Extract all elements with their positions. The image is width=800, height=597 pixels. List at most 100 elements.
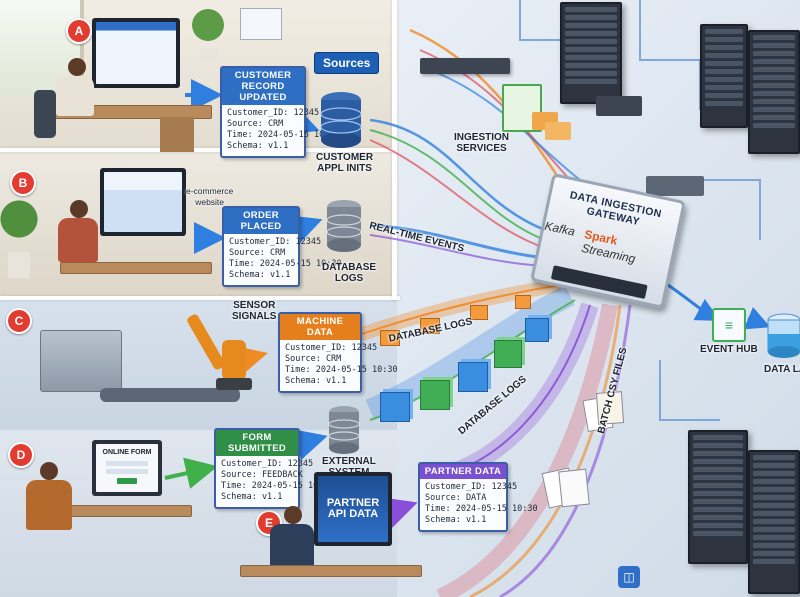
card-line: Source: CRM bbox=[285, 354, 342, 364]
card-line: Source: CRM bbox=[227, 119, 284, 129]
csv-file-icon bbox=[558, 468, 590, 508]
desk bbox=[60, 262, 212, 274]
card-title: FORM SUBMITTED bbox=[216, 430, 298, 456]
desk bbox=[60, 505, 192, 517]
data-cube bbox=[525, 318, 549, 342]
card-line: Source: CRM bbox=[229, 248, 286, 258]
partner-api-monitor: PARTNER API DATA bbox=[314, 472, 392, 546]
desktop-monitor bbox=[100, 168, 186, 236]
online-form-title: ONLINE FORM bbox=[102, 449, 152, 456]
customer-record-card: CUSTOMER RECORD UPDATED Customer_ID: 123… bbox=[220, 66, 340, 158]
data-cube bbox=[420, 318, 440, 334]
badge-d: D bbox=[8, 442, 34, 468]
badge-a: A bbox=[66, 18, 92, 44]
event-hub-icon: ≡ bbox=[712, 308, 746, 342]
data-lake-icon bbox=[767, 313, 800, 358]
card-line: Schema: v1.1 bbox=[227, 141, 289, 151]
ingestion-services-label: INGESTION SERVICES bbox=[454, 132, 510, 154]
sensor-signals-label: SENSOR SIGNALS bbox=[232, 300, 277, 322]
person-head bbox=[68, 58, 86, 76]
card-line: Schema: v1.1 bbox=[425, 515, 487, 525]
partner-data-card: PARTNER DATA Customer_ID: 12345 Source: … bbox=[418, 462, 538, 532]
plant-icon bbox=[190, 5, 226, 55]
database-cylinder-icon bbox=[328, 406, 360, 454]
plant-pot bbox=[8, 252, 30, 278]
card-line: Time: 2024-05-15 10:30 bbox=[425, 504, 538, 514]
plant-pot bbox=[200, 48, 218, 62]
robot-arm bbox=[222, 340, 246, 380]
desk bbox=[240, 565, 422, 577]
folder-icon bbox=[545, 122, 571, 140]
form-submitted-card: FORM SUBMITTED Customer_ID: 12345 Source… bbox=[214, 428, 334, 509]
data-cube bbox=[420, 380, 450, 410]
network-switch bbox=[646, 176, 704, 196]
machine-data-card: MACHINE DATA Customer_ID: 12345 Source: … bbox=[278, 312, 398, 393]
desk-leg bbox=[160, 117, 194, 152]
order-placed-card: ORDER PLACED Customer_ID: 12345 Source: … bbox=[222, 206, 342, 287]
person-head bbox=[284, 506, 302, 524]
form-field bbox=[106, 461, 148, 466]
wall-chart bbox=[240, 8, 282, 40]
badge-c: C bbox=[6, 308, 32, 334]
card-title: PARTNER DATA bbox=[420, 464, 506, 479]
sources-label: Sources bbox=[314, 52, 380, 74]
server-rack bbox=[748, 450, 800, 594]
robot-base bbox=[216, 378, 252, 390]
kafka-label: Kafka bbox=[543, 218, 577, 239]
server-rack bbox=[700, 24, 748, 128]
card-line: Time: 2024-05-15 10:30 bbox=[227, 130, 340, 140]
card-line: Customer_ID: 12345 bbox=[425, 482, 518, 492]
form-submit-button bbox=[117, 478, 137, 484]
card-line: Time: 2024-05-15 10:30 bbox=[229, 259, 342, 269]
data-lake-label: DATA LA bbox=[764, 364, 800, 375]
database-logs-label: DATABASE LOGS bbox=[322, 262, 377, 284]
server-rack bbox=[748, 30, 800, 154]
laptop: ONLINE FORM bbox=[92, 440, 162, 496]
data-cube bbox=[494, 340, 522, 368]
card-line: Customer_ID: 12345 bbox=[285, 343, 378, 353]
card-line: Source: FEEDBACK bbox=[221, 470, 303, 480]
badge-b: B bbox=[10, 170, 36, 196]
data-cube bbox=[380, 330, 400, 346]
factory-machine bbox=[40, 330, 122, 392]
network-switch bbox=[596, 96, 642, 116]
card-line: Schema: v1.1 bbox=[229, 270, 291, 280]
card-line: Source: DATA bbox=[425, 493, 487, 503]
card-line: Schema: v1.1 bbox=[221, 492, 283, 502]
server-rack bbox=[560, 2, 622, 104]
person-body bbox=[58, 218, 98, 262]
desktop-monitor bbox=[92, 18, 180, 88]
card-line: Time: 2024-05-15 10:30 bbox=[285, 365, 398, 375]
card-title: MACHINE DATA bbox=[280, 314, 360, 340]
divider-bc bbox=[0, 296, 400, 300]
conveyor-belt bbox=[100, 388, 240, 402]
card-line: Schema: v1.1 bbox=[285, 376, 347, 386]
data-cube bbox=[515, 295, 531, 309]
card-line: Customer_ID: 12345 bbox=[229, 237, 322, 247]
plant-icon bbox=[0, 195, 38, 255]
divider-ab bbox=[0, 148, 392, 152]
partner-api-data-label: PARTNER API DATA bbox=[326, 497, 380, 520]
divider-vertical bbox=[392, 0, 397, 300]
person-body bbox=[56, 76, 94, 116]
server-rack bbox=[688, 430, 748, 564]
person-body bbox=[26, 480, 72, 530]
data-cube bbox=[380, 392, 410, 422]
card-title: ORDER PLACED bbox=[224, 208, 298, 234]
person-head bbox=[70, 200, 88, 218]
event-hub-label: EVENT HUB bbox=[700, 344, 758, 355]
card-line: Customer_ID: 12345 bbox=[227, 108, 320, 118]
database-cylinder-icon bbox=[326, 200, 362, 252]
database-cylinder-icon bbox=[320, 92, 362, 148]
person-head bbox=[40, 462, 58, 480]
database-icon: ◫ bbox=[618, 566, 640, 588]
form-field bbox=[106, 469, 148, 474]
data-cube bbox=[458, 362, 488, 392]
card-title: CUSTOMER RECORD UPDATED bbox=[222, 68, 304, 105]
card-line: Customer_ID: 12345 bbox=[221, 459, 314, 469]
data-cube bbox=[470, 305, 488, 320]
customer-appl-inits-label: CUSTOMER APPL INITS bbox=[316, 152, 374, 174]
card-line: Time: 2024-05-15 10:30 bbox=[221, 481, 334, 491]
network-switch bbox=[420, 58, 510, 74]
office-chair bbox=[34, 90, 56, 138]
